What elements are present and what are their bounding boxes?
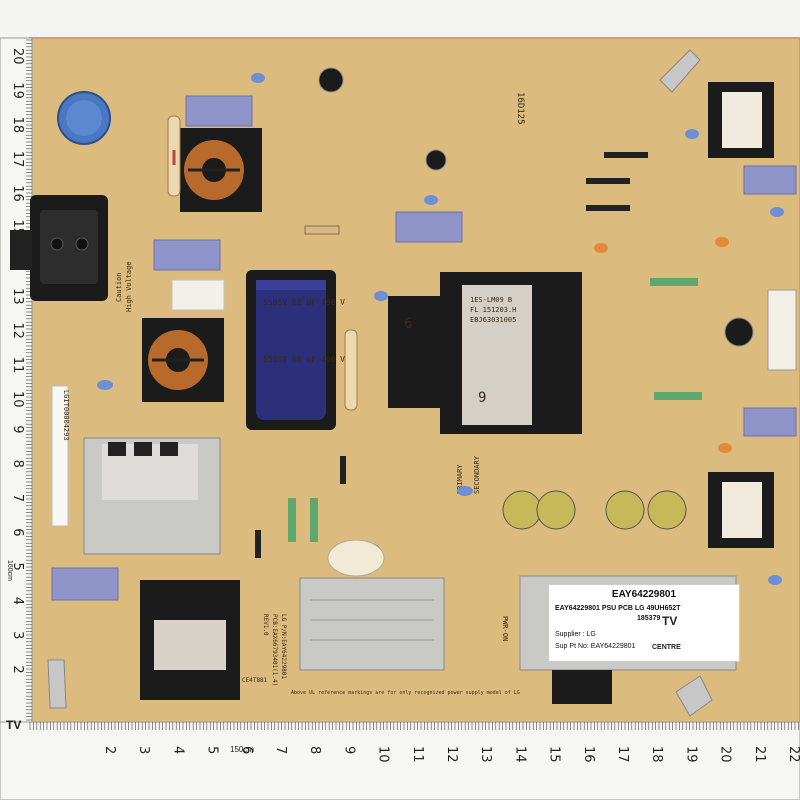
ruler-number: 17 — [10, 151, 25, 168]
label-title: EAY64229801 — [611, 589, 677, 600]
ruler-number: 3 — [136, 746, 151, 754]
thermistor — [327, 539, 385, 577]
horizontal-ruler — [0, 721, 800, 800]
x-capacitor — [153, 239, 221, 271]
secondary-text: SECONDARY — [473, 455, 481, 494]
ac-inlet — [10, 195, 108, 301]
ruler-number: 16 — [10, 185, 25, 202]
ruler-number: 14 — [512, 746, 527, 763]
lower-code: CE4T881 — [242, 677, 268, 684]
logo-bottom-text: CENTRE — [652, 644, 681, 651]
part-label: EAY64229801 EAY64229801 PSU PCB LG 49UH6… — [548, 584, 740, 662]
ruler-number: 19 — [683, 746, 698, 763]
ruler-number: 13 — [478, 746, 493, 763]
ruler-number: 9 — [10, 425, 25, 433]
ruler-number: 11 — [10, 357, 25, 374]
output-connector — [767, 289, 797, 371]
pwr-on-text: PWR-ON — [501, 616, 509, 641]
label-number: 185379 — [637, 615, 661, 622]
x-capacitor — [743, 165, 797, 195]
ruler-number: 19 — [10, 82, 25, 99]
ruler-number: 4 — [10, 597, 25, 605]
ruler-number: 7 — [10, 494, 25, 502]
ceramic-block — [171, 279, 225, 311]
ruler-number: 8 — [10, 460, 25, 468]
mounting-tab — [675, 675, 713, 717]
pcb-code: PCB:EAX66793401(1.4) — [271, 614, 278, 686]
ruler-number: 5 — [205, 746, 220, 754]
x-capacitor — [743, 407, 797, 437]
transformer-code: 1ES-LM09 B — [470, 296, 512, 304]
logo-top-text: TV — [662, 614, 678, 628]
ruler-number: 21 — [752, 746, 767, 763]
ruler-number: 3 — [10, 631, 25, 639]
pcb-name: LG P/N:EAY64229801 — [280, 614, 287, 679]
primary-text: PRIMARY — [456, 464, 464, 494]
bulk-capacitor: 550SV 68 uF 460 V 550SV 68 uF 460 V — [246, 270, 345, 430]
choke-bottom — [142, 318, 224, 402]
pwr-connector — [552, 670, 612, 704]
ruler-number: 18 — [10, 117, 25, 134]
heatsink-middle — [299, 577, 445, 671]
output-capacitors — [318, 67, 754, 530]
ruler-number: 16 — [581, 746, 596, 763]
label-description: EAY64229801 PSU PCB LG 49UH652T — [555, 605, 681, 612]
main-transformer: 6 9 1ES-LM09 B FL 151203.H EBJ63031005 — [388, 272, 582, 434]
ruler-number: 11 — [410, 746, 425, 763]
ruler-number: 20 — [10, 48, 25, 65]
label-sup-pt-no: Sup Pt No: EAY64229801 — [555, 643, 636, 650]
ruler-number: 9 — [341, 746, 356, 754]
heatsink-left — [83, 437, 221, 555]
ruler-number: 10 — [376, 746, 391, 763]
svg-text:9: 9 — [478, 390, 486, 406]
ruler-number: 10 — [10, 391, 25, 408]
choke-top — [180, 128, 262, 212]
ruler-number: 17 — [615, 746, 630, 763]
ruler-number: 6 — [239, 746, 254, 754]
x-capacitor — [185, 95, 253, 127]
ruler-number: 22 — [786, 746, 800, 763]
ruler-number: 6 — [10, 528, 25, 536]
ruler-number: 18 — [649, 746, 664, 763]
diodes — [255, 152, 702, 558]
ruler-number: 7 — [273, 746, 288, 754]
ruler-number: 2 — [10, 665, 25, 673]
ruler-unit-horizontal: 150cm — [230, 745, 254, 754]
label-supplier: Supplier : LG — [555, 631, 596, 638]
high-voltage-text: High Voltage — [125, 261, 133, 312]
stamp-text: 16D125 — [515, 92, 525, 125]
ruler-number: 4 — [170, 746, 185, 754]
caution-text: Caution — [115, 272, 123, 302]
capacitor-rating: 550SV 68 uF 460 V — [263, 298, 345, 307]
vertical-ruler — [0, 37, 33, 725]
barcode-text: LGIT00004293 — [62, 390, 70, 441]
x-capacitor — [395, 211, 463, 243]
tv-centre-logo: TV CENTRE — [648, 614, 692, 656]
ruler-number: 12 — [10, 322, 25, 339]
x-capacitor — [51, 567, 119, 601]
mounting-tab — [47, 659, 67, 709]
fuse — [344, 329, 358, 411]
ruler-number: 8 — [307, 746, 322, 754]
ruler-number: 5 — [10, 563, 25, 571]
ruler-unit-vertical: 160cm — [6, 560, 13, 581]
mounting-tab — [659, 49, 701, 93]
transformer-lot: FL 151203.H — [470, 306, 516, 314]
ruler-number: 13 — [10, 288, 25, 305]
bottom-note: Above UL reference markings are for only… — [291, 690, 520, 696]
transformer-part: EBJ63031005 — [470, 316, 516, 324]
svg-text:6: 6 — [404, 316, 412, 332]
ruler-number: 12 — [444, 746, 459, 763]
ruler-number: 20 — [718, 746, 733, 763]
capacitor-rating: 550SV 68 uF 460 V — [263, 355, 345, 364]
barcode-sticker — [51, 385, 69, 527]
ceramic-capacitors — [97, 73, 784, 585]
ruler-number: 2 — [102, 746, 117, 754]
pcb-rev: REV1.0 — [262, 614, 269, 636]
ruler-logo: TV — [6, 718, 22, 732]
ruler-number: 15 — [547, 746, 562, 763]
